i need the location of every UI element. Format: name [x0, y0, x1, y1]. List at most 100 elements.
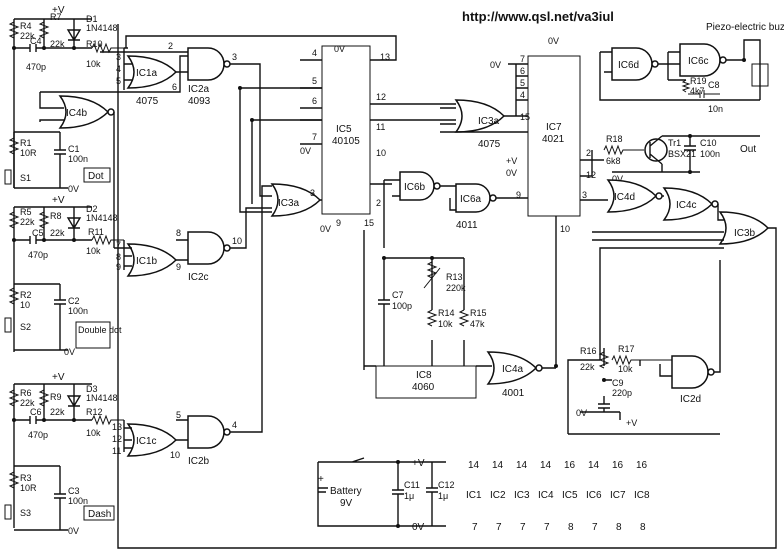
ic4b-gate	[58, 95, 110, 129]
vdd-pin-ic2: 14	[492, 460, 504, 471]
c6-label: C6	[30, 407, 42, 417]
svg-text:7: 7	[312, 132, 317, 142]
vss-pin-ic8: 8	[640, 522, 646, 533]
c3-label: C3	[68, 486, 80, 496]
c4-label: C4	[30, 36, 42, 46]
ic1c-label: IC1c	[136, 436, 157, 447]
r4-value: 22k	[20, 31, 35, 41]
ic5-label: IC5	[336, 124, 352, 135]
svg-text:9: 9	[516, 190, 521, 200]
d2-type: 1N4148	[86, 213, 118, 223]
vdd-pin-ic4: 14	[540, 460, 552, 471]
tr1-label: Tr1	[668, 138, 681, 148]
r7-label: R7	[50, 12, 62, 22]
ic2c-label: IC2c	[188, 272, 209, 283]
ic1a-gate	[126, 55, 178, 89]
svg-text:5: 5	[176, 410, 181, 420]
vdd-pin-ic5: 16	[564, 460, 576, 471]
r17-label: R17	[618, 344, 635, 354]
svg-text:2: 2	[376, 198, 381, 208]
r12-label: R12	[86, 407, 103, 417]
r16-value: 22k	[580, 362, 595, 372]
ic4b-label: IC4b	[66, 108, 88, 119]
svg-text:+: +	[318, 474, 324, 485]
svg-text:6: 6	[172, 82, 177, 92]
r1-label: R1	[20, 138, 32, 148]
r7-value: 22k	[50, 39, 65, 49]
svg-text:10: 10	[376, 148, 386, 158]
s3-label: S3	[20, 508, 31, 518]
ic6b-label: IC6b	[404, 182, 426, 193]
svg-text:6: 6	[312, 96, 317, 106]
ic5-type: 40105	[332, 136, 360, 147]
dot-label: Dot	[88, 171, 104, 182]
ic-name-2: IC2	[490, 490, 506, 501]
tr1-0v-label: 0V	[612, 174, 623, 184]
r14-label: R14	[438, 308, 455, 318]
r6-value: 22k	[20, 398, 35, 408]
ic6a-label: IC6a	[460, 194, 482, 205]
vss-pin-ic4: 7	[544, 522, 550, 533]
ic2a-label: IC2a	[188, 84, 210, 95]
ic2d-vplus-label: +V	[626, 418, 637, 428]
r19-label: R19	[690, 76, 707, 86]
s1-switch[interactable]	[4, 169, 12, 185]
r18-value: 6k8	[606, 156, 621, 166]
c7-value: 100p	[392, 301, 412, 311]
ic4a-label: IC4a	[502, 364, 524, 375]
s1-label: S1	[20, 173, 31, 183]
c9-value: 220p	[612, 388, 632, 398]
vdd-pin-ic3: 14	[516, 460, 528, 471]
buzzer-label: Piezo-electric buzzer	[706, 22, 784, 33]
svg-text:2: 2	[168, 41, 173, 51]
ic-name-6: IC6	[586, 490, 602, 501]
ic4c-gate	[662, 187, 714, 221]
piezo-buzzer	[751, 63, 769, 87]
svg-text:15: 15	[520, 112, 530, 122]
svg-text:8: 8	[176, 228, 181, 238]
r1-value: 10R	[20, 148, 37, 158]
c12-label: C12	[438, 480, 455, 490]
dash-vplus-label: +V	[52, 372, 65, 383]
ic5-0v-top: 0V	[334, 44, 345, 54]
d1-type: 1N4148	[86, 23, 118, 33]
ic1b-gate	[126, 243, 178, 277]
ic2d-gate	[671, 355, 709, 389]
d3-type: 1N4148	[86, 393, 118, 403]
r11-label: R11	[88, 227, 104, 237]
dash-0v-label: 0V	[68, 526, 79, 536]
r19-value: 4k7	[690, 86, 705, 96]
s2-label: S2	[20, 322, 31, 332]
ic2d-label: IC2d	[680, 394, 701, 405]
ic3a-left-label: IC3a	[278, 198, 300, 209]
c1-label: C1	[68, 144, 80, 154]
c1-value: 100n	[68, 154, 88, 164]
r6-label: R6	[20, 388, 32, 398]
ic2b-gate	[187, 415, 225, 449]
svg-text:12: 12	[586, 170, 596, 180]
s3-switch[interactable]	[4, 504, 12, 520]
ic8-type: 4060	[412, 382, 435, 393]
tr1-transistor	[644, 138, 668, 162]
dot-label-box	[83, 167, 111, 183]
battery-voltage: 9V	[340, 498, 353, 509]
ic5-0v-side: 0V	[300, 146, 311, 156]
c2-label: C2	[68, 296, 80, 306]
s2-switch[interactable]	[4, 317, 12, 333]
ic-name-5: IC5	[562, 490, 578, 501]
dash-input-stage: +V R6 22k R9 22k D3 1N4148 C6 470p R12 1…	[4, 372, 124, 536]
r3-value: 10R	[20, 483, 37, 493]
r12-value: 10k	[86, 428, 101, 438]
ic2a-gate	[187, 47, 225, 81]
tr1-type: BSX21	[668, 149, 696, 159]
vss-pin-ic3: 7	[520, 522, 526, 533]
r10-label: R10	[86, 39, 103, 49]
r16-label: R16	[580, 346, 597, 356]
ic7-chip	[527, 55, 581, 217]
ic3b-label: IC3b	[734, 228, 756, 239]
ic3a-right-gate	[454, 99, 506, 133]
r9-value: 22k	[50, 407, 65, 417]
ic5-0v-bottom: 0V	[320, 224, 331, 234]
c11-value: 1μ	[404, 491, 414, 501]
